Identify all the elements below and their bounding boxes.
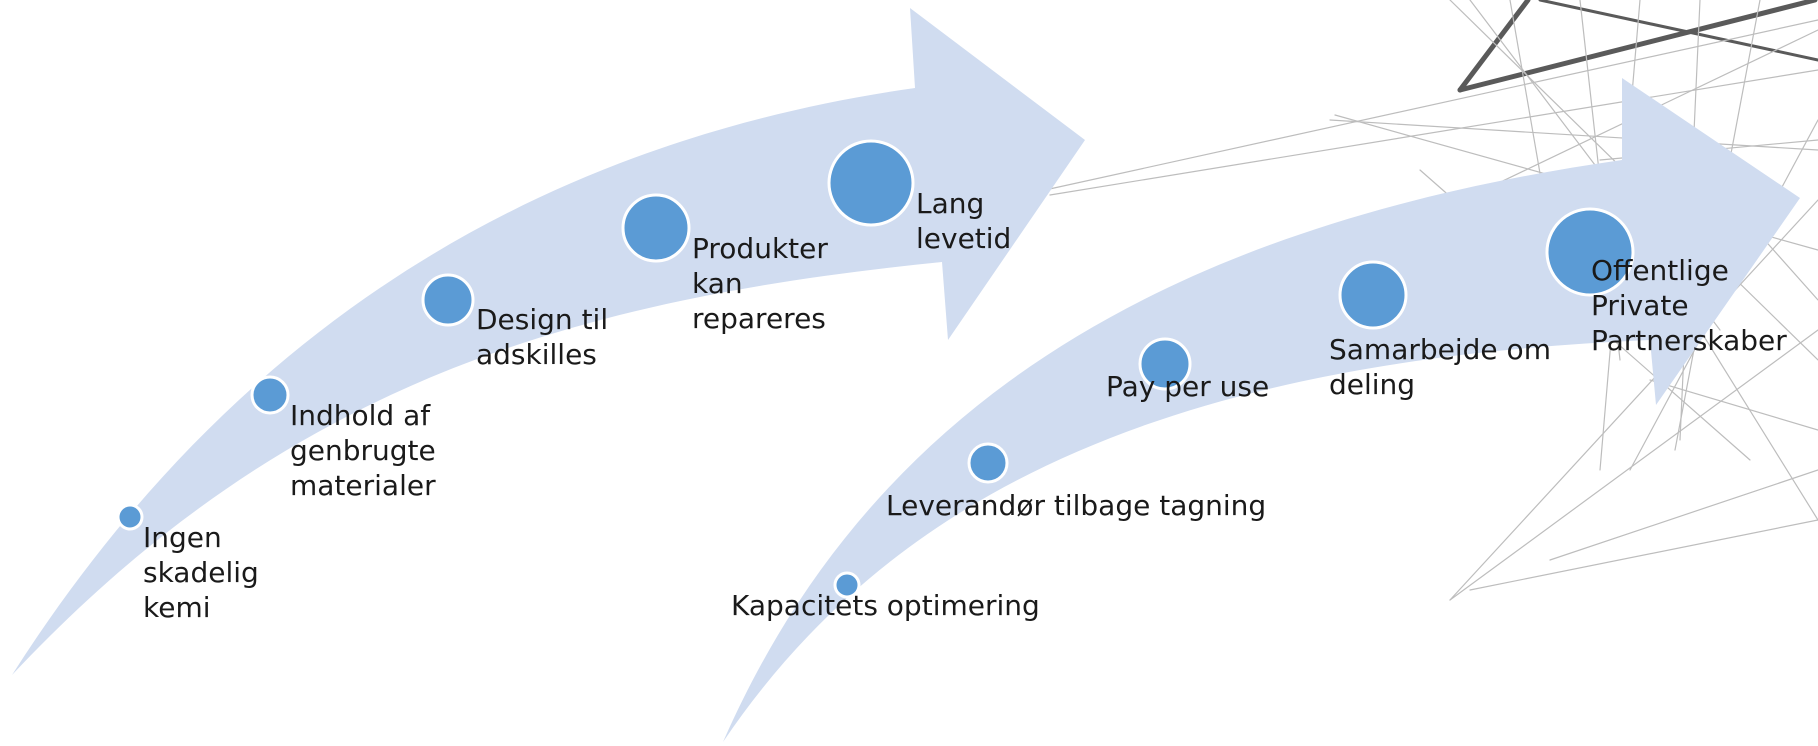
arrow-1-step-2-label: Indhold af genbrugte materialer: [290, 399, 436, 502]
arrow-2-step-4-label: Samarbejde om deling: [1329, 333, 1551, 401]
dot-step-4: [1338, 260, 1408, 330]
decorative-line: [1449, 199, 1818, 601]
arrow-1-step-1-label: Ingen skadelig kemi: [143, 521, 259, 624]
dot-step-5: [827, 139, 915, 227]
decorative-line: [1649, 379, 1818, 431]
arrow-1-step-4-label: Produkter kan repareres: [692, 232, 828, 335]
arrow-2-step-3-label: Pay per use: [1106, 370, 1270, 403]
dot-step-5: [1545, 207, 1635, 297]
decorative-line: [1329, 119, 1818, 151]
decorative-line: [1549, 469, 1818, 561]
decorative-line: [1449, 329, 1818, 601]
decorative-line: [1457, 0, 1531, 93]
dot-step-2: [967, 442, 1009, 484]
decorative-line: [1457, 0, 1818, 93]
dot-step-4: [621, 193, 691, 263]
decorative-line: [1699, 329, 1818, 521]
dot-step-3: [1138, 337, 1192, 391]
arrow-2-dots: [833, 207, 1635, 599]
arrow-2-step-1-label: Kapacitets optimering: [731, 589, 1040, 622]
arrow-1-step-5-label: Lang levetid: [916, 187, 1012, 255]
arrow-2-step-5-label: Offentlige Private Partnerskaber: [1591, 254, 1787, 357]
dot-step-1: [116, 503, 144, 531]
arrow-1-step-3-label: Design til adskilles: [476, 303, 609, 371]
arrow-1-dots: [116, 139, 915, 531]
decorative-line: [1044, 19, 1818, 191]
decorative-line: [1538, 0, 1818, 62]
arrow-2-shape: [723, 78, 1800, 742]
decorative-line: [1469, 519, 1818, 591]
dot-step-3: [421, 273, 475, 327]
arrow-1-shape: [12, 8, 1085, 675]
dot-step-1: [833, 571, 861, 599]
dot-step-2: [250, 375, 290, 415]
arrow-2-step-2-label: Leverandør tilbage tagning: [886, 489, 1267, 522]
